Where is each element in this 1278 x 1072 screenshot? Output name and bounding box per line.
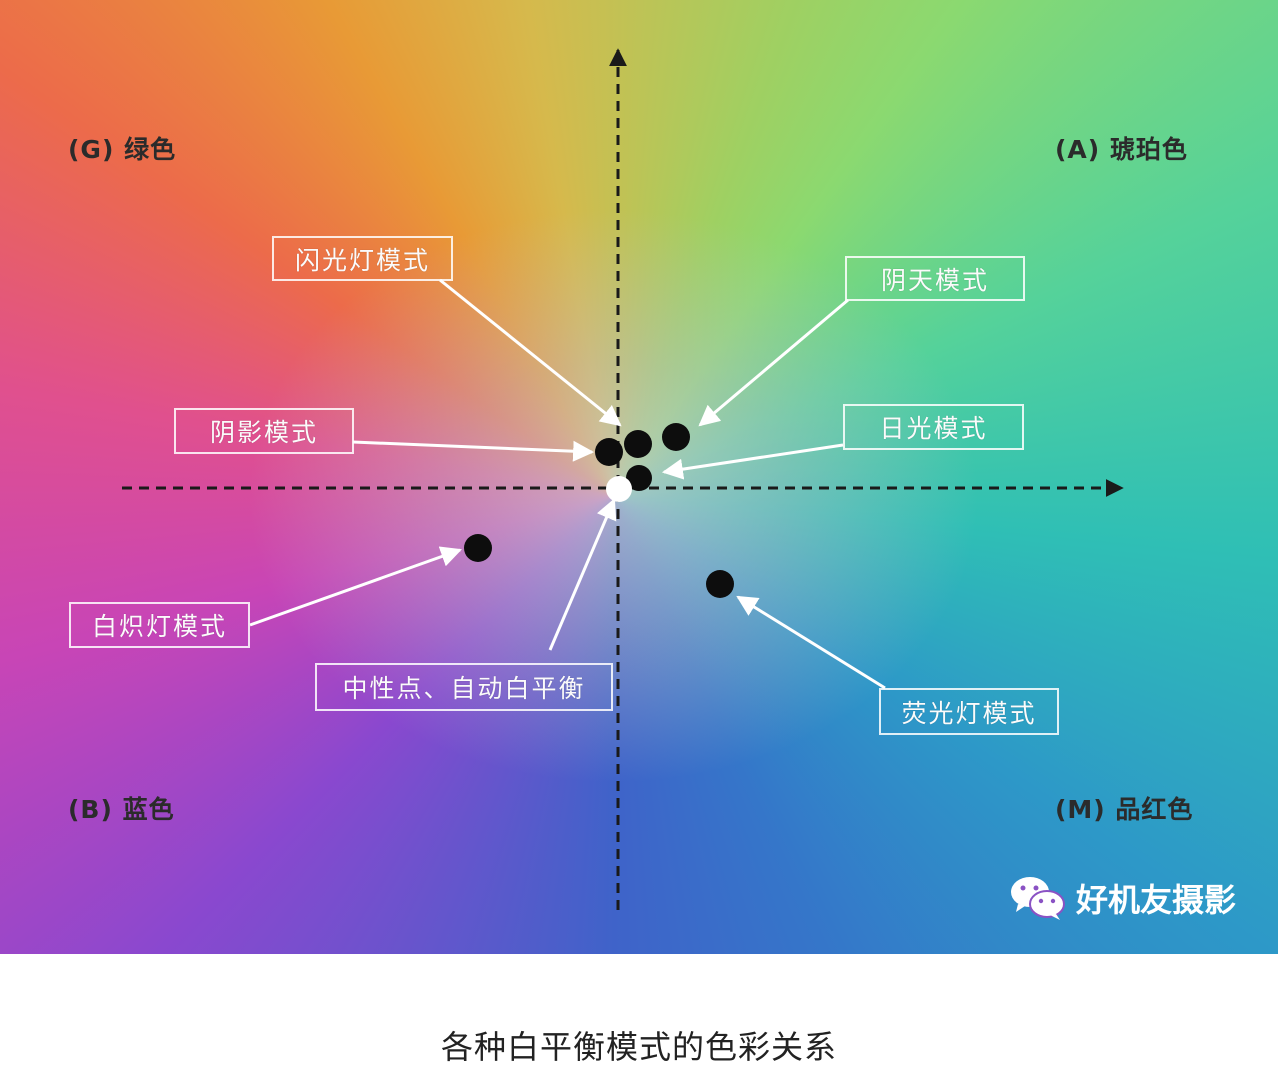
wechat-icon bbox=[1011, 877, 1065, 920]
point-incandescent bbox=[464, 534, 492, 562]
point-flash bbox=[624, 430, 652, 458]
watermark-text: 好机友摄影 bbox=[1076, 881, 1237, 919]
arrow-fluorescent bbox=[736, 595, 886, 690]
corner-green-label: (G) 绿色 bbox=[68, 135, 177, 164]
arrow-neutral bbox=[548, 498, 617, 651]
color-relationship-diagram: (G) 绿色 (A) 琥珀色 (B) 蓝色 (M) 品红色 闪光灯模式 阴天模式… bbox=[0, 0, 1278, 954]
axes-and-arrows bbox=[122, 48, 1124, 910]
arrow-cloudy bbox=[698, 298, 849, 427]
point-fluorescent bbox=[706, 570, 734, 598]
label-incandescent-mode: 白炽灯模式 bbox=[69, 602, 250, 648]
arrow-incandescent bbox=[249, 546, 462, 627]
label-cloudy-mode: 阴天模式 bbox=[845, 256, 1025, 301]
arrow-flash bbox=[439, 278, 622, 427]
corner-magenta-label: (M) 品红色 bbox=[1055, 795, 1194, 824]
point-cloudy bbox=[662, 423, 690, 451]
label-neutral-auto-wb: 中性点、自动白平衡 bbox=[315, 663, 613, 711]
label-fluorescent-mode: 荧光灯模式 bbox=[879, 688, 1059, 735]
label-daylight-mode: 日光模式 bbox=[843, 404, 1024, 450]
label-shade-mode: 阴影模式 bbox=[174, 408, 354, 454]
point-neutral bbox=[606, 476, 632, 502]
corner-amber-label: (A) 琥珀色 bbox=[1055, 135, 1188, 164]
corner-blue-label: (B) 蓝色 bbox=[68, 795, 175, 824]
arrow-daylight bbox=[661, 443, 844, 480]
point-daylight bbox=[626, 465, 652, 491]
watermark: 好机友摄影 bbox=[1010, 870, 1236, 926]
arrow-shade bbox=[352, 440, 595, 462]
label-flash-mode: 闪光灯模式 bbox=[272, 236, 453, 281]
figure-caption: 各种白平衡模式的色彩关系 bbox=[440, 1028, 837, 1066]
point-shade bbox=[595, 438, 623, 466]
